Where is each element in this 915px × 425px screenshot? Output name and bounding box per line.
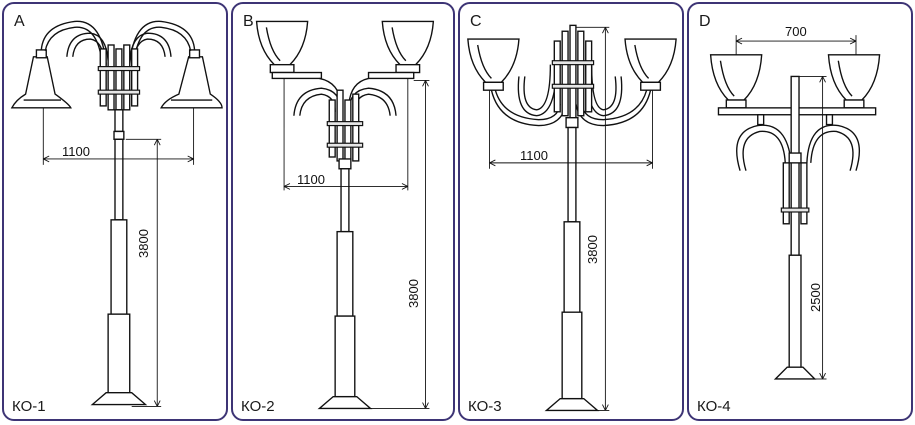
- height-dimension-label: 2500: [807, 283, 823, 312]
- panel-ko-1: A 1100 3800 КО-1: [2, 2, 228, 421]
- lamp-post-ko-3-drawing: [467, 24, 677, 412]
- panel-ko-2: B 1100 3800 КО-2: [231, 2, 455, 421]
- lamp-post-ko-2-drawing: [255, 20, 435, 410]
- width-dimension-label: 700: [785, 24, 807, 39]
- panel-letter: B: [243, 13, 254, 30]
- panel-letter: C: [470, 13, 482, 30]
- panel-ko-3: C 1100 3800 КО-3: [458, 2, 684, 421]
- width-dimension-label: 1100: [297, 172, 325, 187]
- model-label: КО-2: [241, 398, 275, 415]
- model-label: КО-1: [12, 398, 46, 415]
- panel-ko-4: D 700 2500 КО-4: [687, 2, 913, 421]
- height-dimension-label: 3800: [584, 235, 600, 264]
- panel-letter: D: [699, 13, 711, 30]
- height-dimension-label: 3800: [405, 279, 421, 308]
- width-dimension-label: 1100: [520, 148, 548, 163]
- model-label: КО-4: [697, 398, 731, 415]
- lamp-post-ko-1-drawing: [10, 20, 223, 407]
- model-label: КО-3: [468, 398, 502, 415]
- panel-letter: A: [14, 13, 25, 30]
- lamp-post-ko-4-drawing: [709, 35, 881, 380]
- height-dimension-label: 3800: [135, 229, 151, 258]
- width-dimension-label: 1100: [62, 144, 90, 159]
